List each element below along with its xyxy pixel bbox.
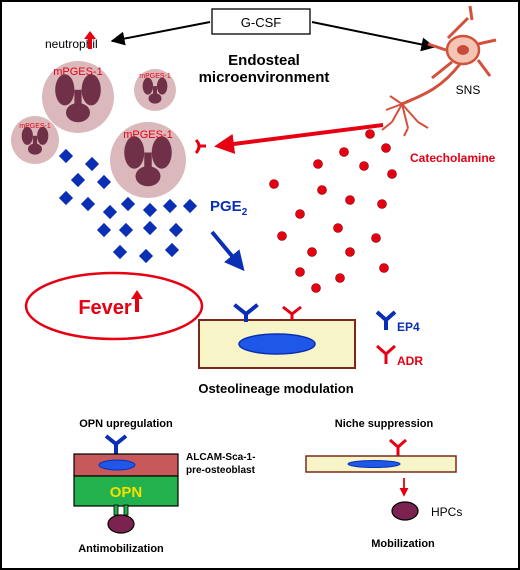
fever-ellipse: [24, 271, 204, 341]
catecholamine-molecule: [345, 247, 355, 257]
adr-legend-icon: [376, 344, 396, 364]
neutrophil-large: mPGES-1: [42, 61, 114, 133]
gcsf-box: [211, 8, 311, 35]
pge2-molecule: [182, 198, 198, 214]
neutrophil-small-right: mPGES-1: [134, 69, 176, 111]
pge2-molecule: [120, 196, 136, 212]
mpges1-label-small-right: mPGES-1: [139, 73, 171, 80]
pge2-molecule: [96, 174, 112, 190]
osteolineage-label: Osteolineage modulation: [198, 381, 353, 396]
alcam-label-line1: ALCAM-Sca-1-: [186, 452, 255, 463]
pge2-molecule: [58, 190, 74, 206]
sns-neuron-icon: [381, 5, 497, 137]
osteolineage-cell: [198, 319, 356, 369]
catecholamine-molecule: [371, 233, 381, 243]
neutrophil-center: mPGES-1: [110, 122, 186, 198]
adr-legend-label: ADR: [397, 354, 423, 368]
niche-adr-receptor-icon: [389, 438, 407, 456]
neutrophil-adr-receptor-icon: [194, 138, 201, 154]
pge2-molecule: [102, 204, 118, 220]
catecholamine-label: Catecholamine: [410, 151, 496, 165]
pge2-molecule: [112, 244, 128, 260]
catecholamine-molecule: [339, 147, 349, 157]
catecholamine-molecule: [313, 159, 323, 169]
catecholamine-molecule: [381, 143, 391, 153]
hpc-mobilized-cell: [391, 501, 419, 521]
niche-suppression-label: Niche suppression: [335, 418, 434, 430]
sns-label: SNS: [456, 83, 481, 97]
catecholamine-molecule: [387, 169, 397, 179]
opn-block: [73, 475, 179, 507]
opn-upregulation-label: OPN upregulation: [79, 418, 173, 430]
ep4-legend-label: EP4: [397, 320, 420, 334]
catecholamine-molecule: [277, 231, 287, 241]
catecholamine-molecule: [307, 247, 317, 257]
pge2-molecule: [84, 156, 100, 172]
catecholamine-molecule: [379, 263, 389, 273]
niche-suppressed-nucleus: [347, 460, 401, 468]
endosteal-title-line1: Endosteal: [228, 52, 300, 69]
hpcs-label: HPCs: [431, 505, 462, 519]
catecholamine-molecule: [317, 185, 327, 195]
gcsf-label: G-CSF: [241, 15, 282, 30]
mpges1-label-center: mPGES-1: [123, 129, 173, 141]
pge2-molecule: [162, 198, 178, 214]
endosteal-title-line2: microenvironment: [199, 69, 330, 86]
hpc-bound-cell: [107, 514, 135, 534]
catecholamine-molecule: [295, 267, 305, 277]
catecholamine-molecule: [335, 273, 345, 283]
neutrophil-up-arrow-icon: [84, 31, 96, 49]
catecholamine-molecule: [345, 195, 355, 205]
pge2-molecule: [118, 222, 134, 238]
pge2-molecule: [142, 220, 158, 236]
pge2-molecule: [70, 172, 86, 188]
antimobilization-label: Antimobilization: [78, 543, 164, 555]
pge2-molecule: [164, 242, 180, 258]
catecholamine-molecule: [365, 129, 375, 139]
mobilization-label: Mobilization: [371, 538, 435, 550]
pge2-molecule: [80, 196, 96, 212]
pge2-molecule: [142, 202, 158, 218]
catecholamine-molecule: [311, 283, 321, 293]
opn-ep4-receptor-icon: [104, 434, 128, 454]
opn-label: OPN: [110, 484, 143, 501]
pge2-molecule: [138, 248, 154, 264]
pge2-to-osteolineage-arrow: [210, 230, 245, 272]
pge2-molecule: [58, 148, 74, 164]
gcsf-to-sns-arrow: [311, 21, 436, 52]
pge2-label: PGE2: [210, 198, 248, 218]
catecholamine-to-neutrophil-arrow: [214, 123, 384, 154]
ep4-receptor-on-cell-icon: [233, 303, 259, 322]
catecholamine-molecule: [269, 179, 279, 189]
osteolineage-nucleus: [238, 333, 316, 355]
mpges1-label-small-left: mPGES-1: [19, 123, 51, 130]
pre-osteoblast-nucleus: [98, 459, 136, 471]
catecholamine-molecule: [377, 199, 387, 209]
fever-up-arrow-icon: [131, 290, 143, 312]
mpges1-label-large: mPGES-1: [53, 66, 103, 78]
neutrophil-small-left: mPGES-1: [11, 116, 59, 164]
catecholamine-molecule: [295, 209, 305, 219]
neutrophil-label: neutrophil: [45, 37, 98, 51]
catecholamine-molecule: [359, 161, 369, 171]
catecholamine-molecules: [269, 129, 397, 293]
fever-label: Fever: [78, 297, 132, 319]
gcsf-to-neutrophil-arrow: [110, 21, 211, 46]
pge2-molecule: [96, 222, 112, 238]
adr-receptor-on-cell-icon: [282, 305, 302, 320]
catecholamine-molecule: [333, 223, 343, 233]
ep4-legend-icon: [375, 310, 397, 330]
pge2-molecule: [168, 222, 184, 238]
alcam-label-line2: pre-osteoblast: [186, 465, 256, 476]
